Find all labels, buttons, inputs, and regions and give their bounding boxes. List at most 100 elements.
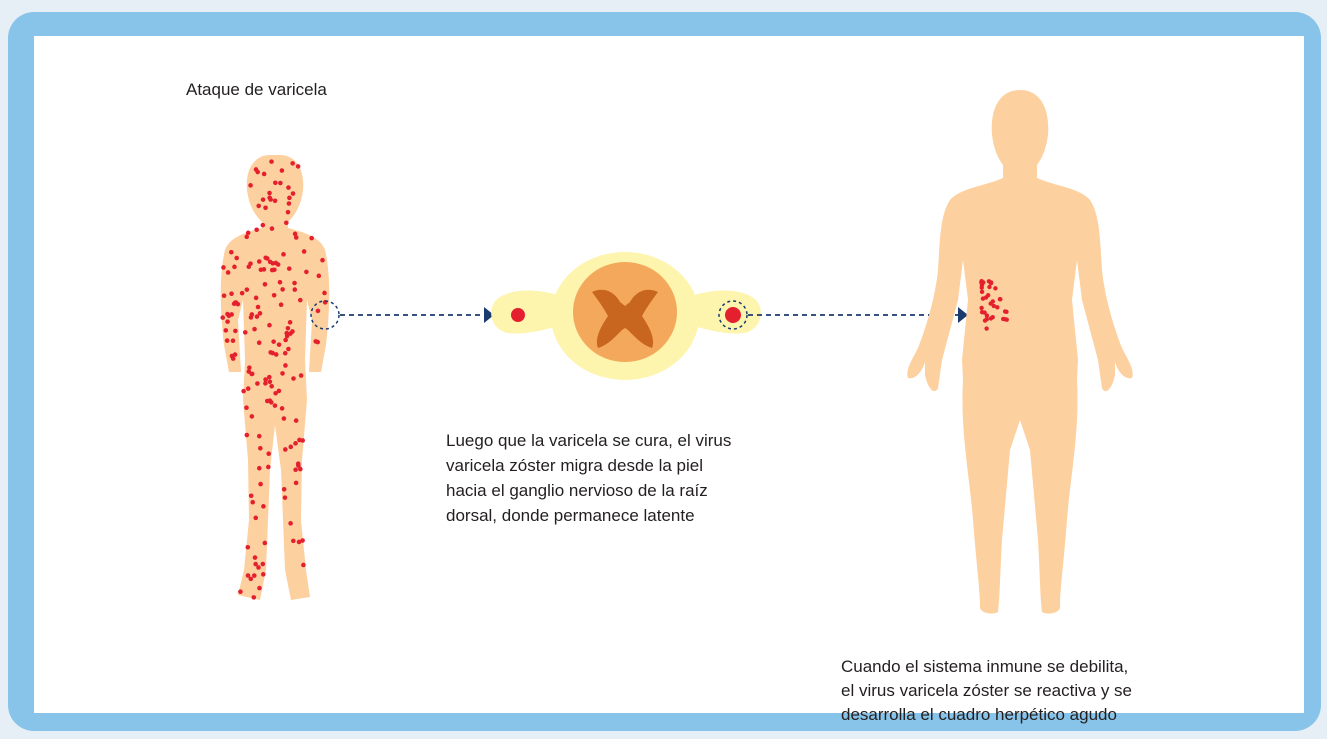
- rash-spot: [283, 495, 288, 500]
- rash-spot: [245, 433, 250, 438]
- shingles-spot: [1001, 317, 1005, 321]
- rash-spot: [246, 231, 251, 236]
- rash-spot: [245, 545, 250, 550]
- rash-spot: [286, 347, 291, 352]
- rash-spot: [266, 451, 271, 456]
- rash-spot: [297, 540, 302, 545]
- shingles-spot: [1003, 309, 1007, 313]
- rash-spot: [283, 363, 288, 368]
- rash-spot: [263, 377, 268, 382]
- rash-spot: [233, 329, 238, 334]
- rash-spot: [291, 376, 296, 381]
- rash-spot: [246, 386, 251, 391]
- rash-spot: [298, 467, 303, 472]
- rash-spot: [294, 235, 299, 240]
- rash-spot: [288, 331, 293, 336]
- rash-spot: [293, 467, 298, 472]
- rash-spot: [225, 312, 230, 317]
- shingles-spot: [995, 305, 999, 309]
- rash-spot: [230, 354, 235, 359]
- rash-spot: [290, 161, 295, 166]
- rash-spot: [253, 516, 258, 521]
- rash-spot: [301, 563, 306, 568]
- rash-spot: [294, 418, 299, 423]
- rash-spot: [286, 210, 291, 215]
- rash-spot: [238, 589, 243, 594]
- rash-spot: [246, 573, 251, 578]
- shingles-spot: [988, 301, 992, 305]
- rash-spot: [288, 320, 293, 325]
- rash-spot: [247, 365, 252, 370]
- rash-spot: [267, 191, 272, 196]
- rash-spot: [320, 258, 325, 263]
- rash-spot: [293, 441, 298, 446]
- rash-spot: [273, 198, 278, 203]
- rash-spot: [304, 270, 309, 275]
- spinal-cord-section: [491, 252, 761, 380]
- rash-spot: [316, 309, 321, 314]
- rash-spot: [296, 164, 301, 169]
- rash-spot: [269, 159, 274, 164]
- rash-spot: [282, 487, 287, 492]
- rash-spot: [282, 416, 287, 421]
- shingles-spot: [984, 326, 988, 330]
- rash-spot: [273, 403, 278, 408]
- rash-spot: [255, 381, 260, 386]
- rash-spot: [252, 327, 257, 332]
- rash-spot: [258, 446, 263, 451]
- rash-spot: [280, 371, 285, 376]
- rash-spot: [234, 256, 239, 261]
- chickenpox-label: Ataque de varicela: [186, 80, 327, 100]
- shingles-spot: [986, 293, 990, 297]
- rash-spot: [280, 168, 285, 173]
- rash-spot: [252, 573, 257, 578]
- rash-spot: [241, 389, 246, 394]
- rash-spot: [246, 369, 251, 374]
- adult-figure: [907, 90, 1132, 614]
- rash-spot: [288, 445, 293, 450]
- shingles-spot: [981, 296, 985, 300]
- rash-spot: [259, 267, 264, 272]
- rash-spot: [287, 266, 292, 271]
- rash-spot: [221, 265, 226, 270]
- rash-spot: [273, 391, 278, 396]
- rash-spot: [287, 196, 292, 201]
- rash-spot: [281, 252, 286, 257]
- shingles-spot: [987, 285, 991, 289]
- child-figure: [220, 155, 329, 600]
- reactivation-description: Cuando el sistema inmune se debilita, el…: [841, 655, 1132, 727]
- rash-spot: [271, 339, 276, 344]
- rash-spot: [255, 314, 260, 319]
- rash-spot: [288, 521, 293, 526]
- rash-spot: [292, 287, 297, 292]
- rash-spot: [280, 406, 285, 411]
- ganglion-virus-right: [725, 307, 741, 323]
- rash-spot: [261, 197, 266, 202]
- rash-spot: [261, 562, 266, 567]
- rash-spot: [271, 261, 276, 266]
- adult-body: [907, 90, 1132, 614]
- rash-spot: [283, 338, 288, 343]
- shingles-spot: [993, 286, 997, 290]
- shingles-spot: [983, 318, 987, 322]
- rash-spot: [270, 268, 275, 273]
- shingles-spot: [980, 290, 984, 294]
- rash-spot: [257, 340, 262, 345]
- rash-spot: [294, 481, 299, 486]
- rash-spot: [266, 465, 271, 470]
- rash-spot: [257, 259, 262, 264]
- rash-spot: [222, 293, 227, 298]
- rash-spot: [250, 312, 255, 317]
- rash-spot: [269, 384, 274, 389]
- rash-spot: [302, 249, 307, 254]
- rash-spot: [261, 572, 266, 577]
- shingles-spot: [998, 297, 1002, 301]
- rash-spot: [225, 319, 230, 324]
- rash-spot: [223, 328, 228, 333]
- rash-spot: [309, 236, 314, 241]
- rash-spot: [257, 466, 262, 471]
- rash-spot: [240, 291, 245, 296]
- rash-spot: [286, 185, 291, 190]
- rash-spot: [286, 326, 291, 331]
- rash-spot: [277, 342, 282, 347]
